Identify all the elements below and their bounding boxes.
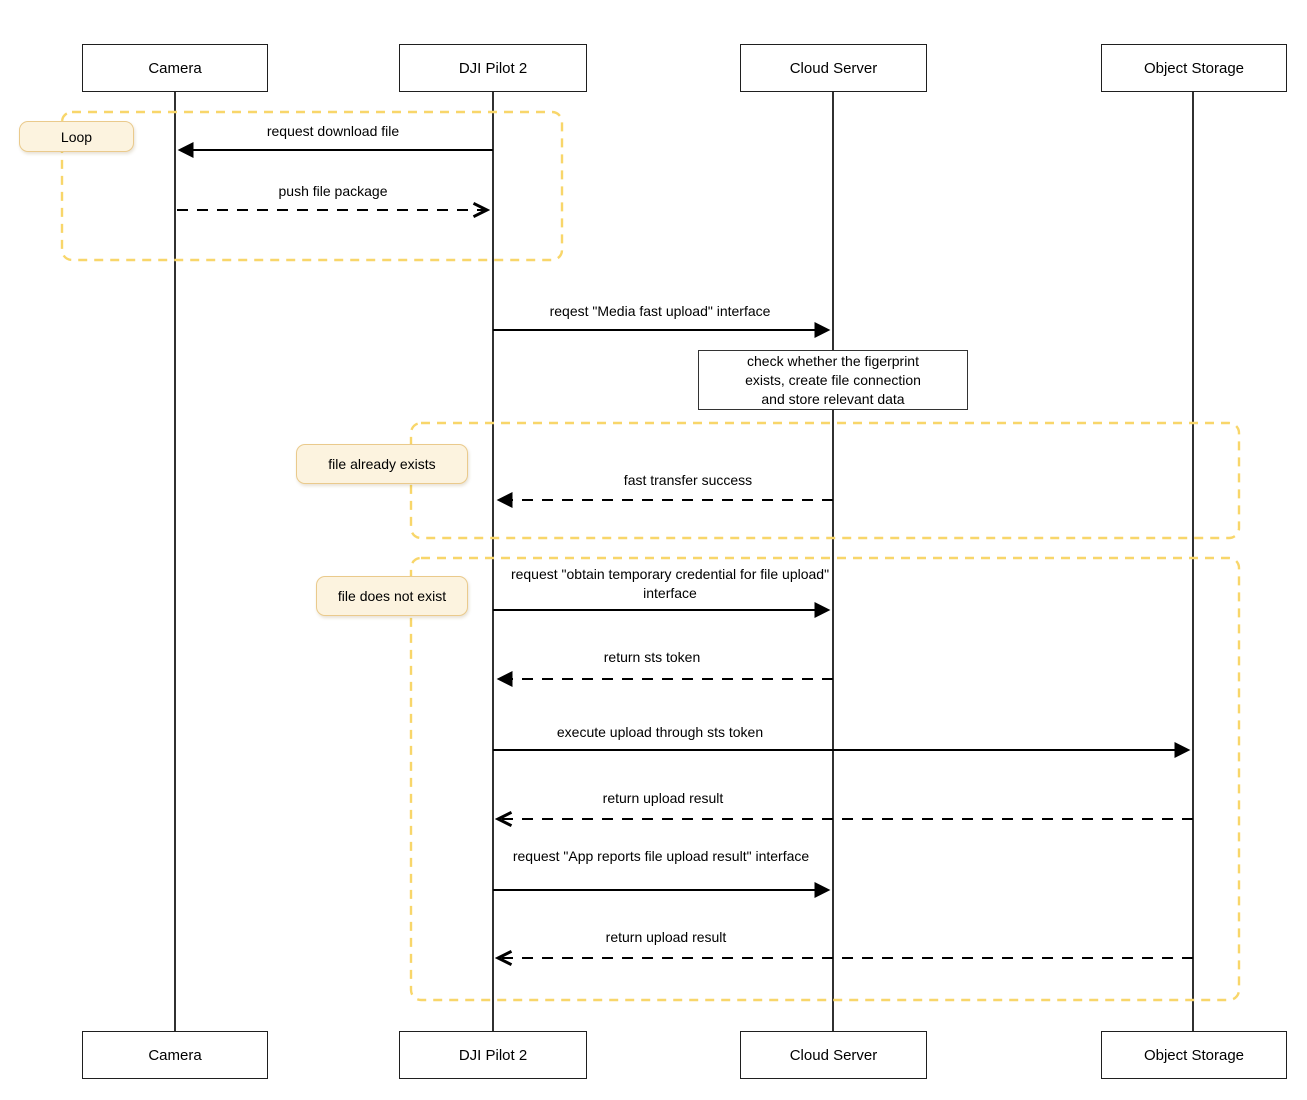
note-check-fingerprint: check whether the figerprint exists, cre…	[698, 350, 968, 410]
message-label-return-upload-result-2: return upload result	[605, 929, 727, 945]
note-line-2: exists, create file connection	[745, 371, 921, 388]
file-does-not-exist-fragment-frame	[409, 556, 1241, 1002]
message-label-reqest-media-fast-upload: reqest "Media fast upload" interface	[549, 303, 771, 319]
file-already-exists-fragment-frame	[409, 421, 1241, 540]
actor-box-object-storage-top: Object Storage	[1101, 44, 1287, 92]
note-line-1: check whether the figerprint	[747, 352, 919, 369]
message-label-return-sts-token: return sts token	[603, 649, 701, 665]
loop-fragment-frame	[60, 110, 564, 262]
actor-box-camera-top: Camera	[82, 44, 268, 92]
file-already-exists-label: file already exists	[296, 444, 468, 484]
actor-box-object-storage-bottom: Object Storage	[1101, 1031, 1287, 1079]
actor-box-dji-pilot-2-bottom: DJI Pilot 2	[399, 1031, 587, 1079]
file-does-not-exist-label: file does not exist	[316, 576, 468, 616]
loop-fragment-label: Loop	[19, 121, 134, 152]
actor-box-cloud-server-top: Cloud Server	[740, 44, 927, 92]
actor-box-cloud-server-bottom: Cloud Server	[740, 1031, 927, 1079]
message-label-request-app-reports-upload-result: request "App reports file upload result"…	[512, 848, 810, 864]
message-label-request-download-file: request download file	[266, 123, 400, 139]
note-line-3: and store relevant data	[761, 390, 905, 407]
message-label-fast-transfer-success: fast transfer success	[623, 472, 753, 488]
message-label-return-upload-result-1: return upload result	[602, 790, 724, 806]
message-label-push-file-package: push file package	[278, 183, 388, 199]
message-label-execute-upload-through-sts-token: execute upload through sts token	[556, 724, 764, 740]
actor-box-dji-pilot-2-top: DJI Pilot 2	[399, 44, 587, 92]
actor-box-camera-bottom: Camera	[82, 1031, 268, 1079]
message-label-request-obtain-temporary-credential: request "obtain temporary credential for…	[510, 566, 830, 601]
